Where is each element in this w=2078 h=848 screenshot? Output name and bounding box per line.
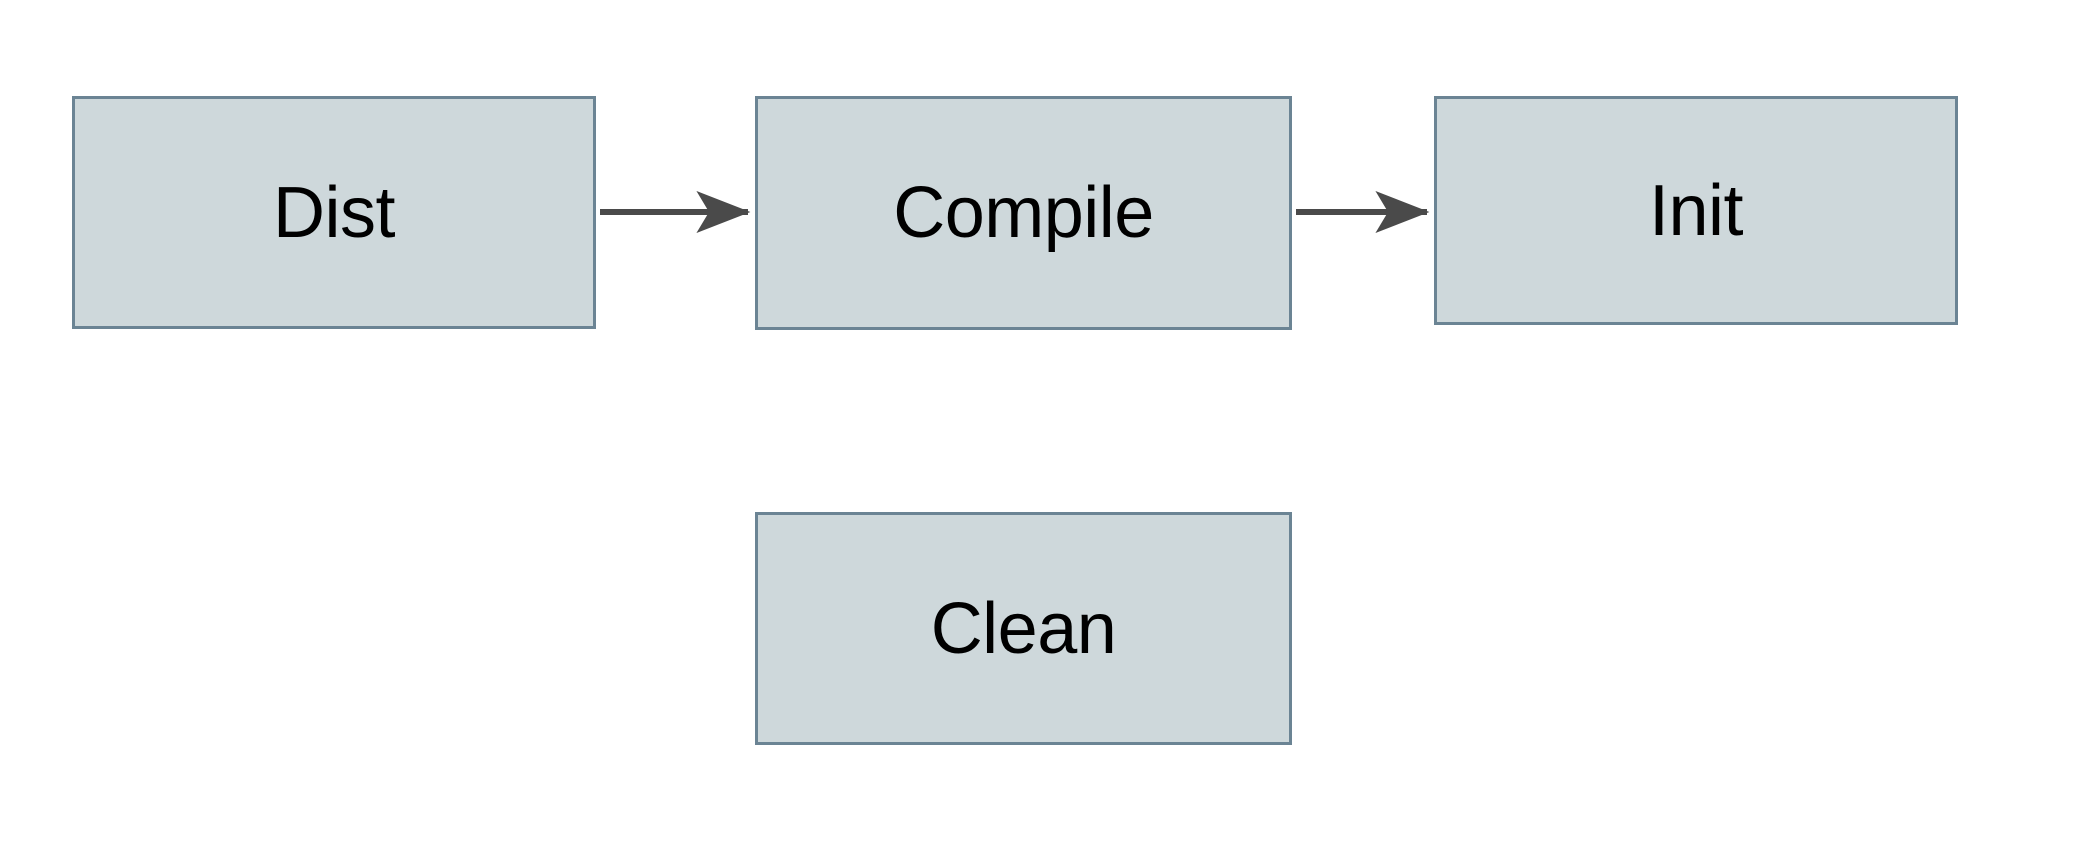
node-clean-label: Clean: [930, 588, 1117, 669]
node-compile-label: Compile: [893, 173, 1154, 253]
node-init[interactable]: Init: [1434, 96, 1958, 325]
node-dist[interactable]: Dist: [72, 96, 596, 329]
node-compile[interactable]: Compile: [755, 96, 1292, 330]
node-dist-label: Dist: [273, 172, 396, 253]
node-init-label: Init: [1648, 170, 1744, 251]
node-clean[interactable]: Clean: [755, 512, 1292, 745]
